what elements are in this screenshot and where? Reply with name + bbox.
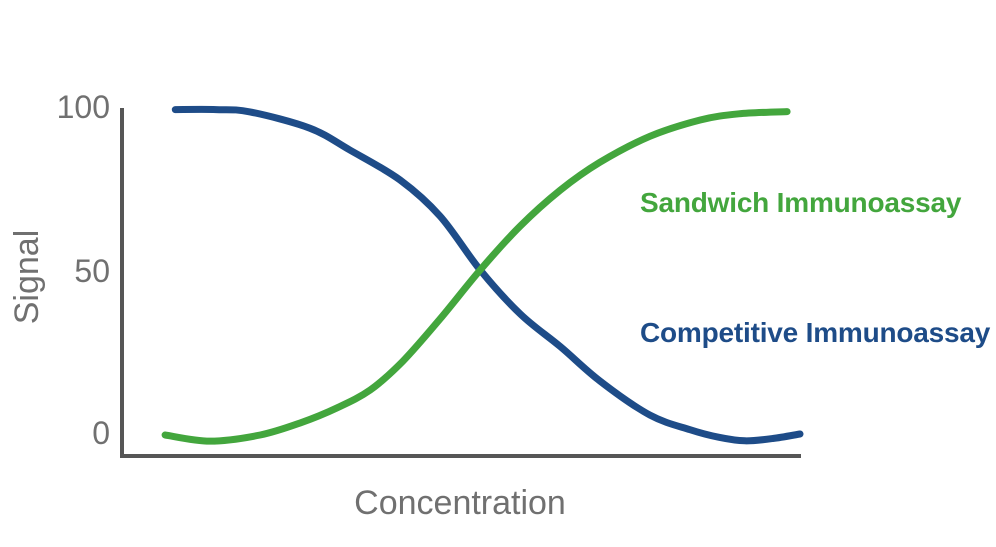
y-tick-50: 50 (74, 253, 110, 289)
y-tick-100: 100 (57, 89, 110, 125)
competitive-immunoassay-curve (171, 105, 804, 445)
y-axis-title: Signal (8, 230, 46, 325)
sandwich-immunoassay-curve (161, 108, 791, 445)
x-axis-title: Concentration (354, 484, 566, 522)
sandwich-immunoassay-label: Sandwich Immunoassay (640, 187, 962, 218)
y-tick-0: 0 (92, 415, 110, 451)
competitive-immunoassay-label: Competitive Immunoassay (640, 317, 991, 348)
